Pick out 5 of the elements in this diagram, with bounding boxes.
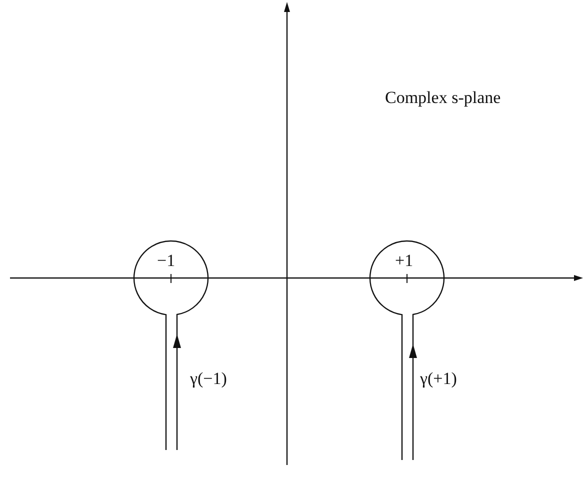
plane-label: Complex s-plane — [385, 89, 501, 106]
contour-label: γ(+1) — [420, 370, 457, 387]
point-label: +1 — [395, 252, 414, 269]
point-label: −1 — [157, 252, 176, 269]
contour-label: γ(−1) — [190, 370, 227, 387]
